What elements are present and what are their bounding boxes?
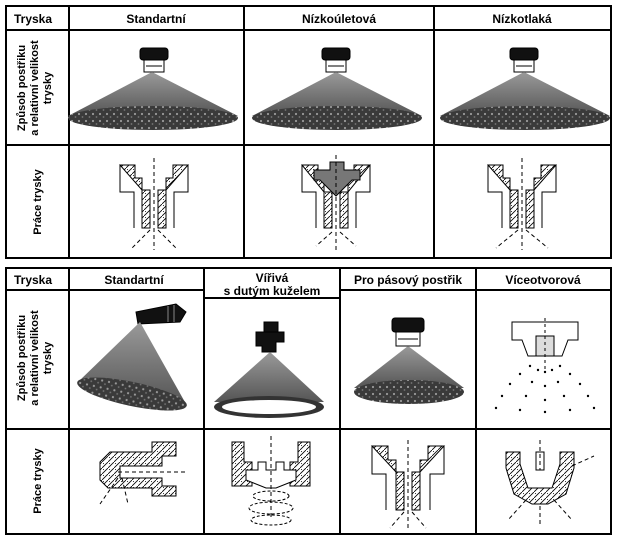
band-section-icon bbox=[370, 440, 446, 530]
low-pressure-section-icon bbox=[486, 158, 558, 250]
table2-row1-label: Způsob postřiku a relativní velikost try… bbox=[16, 310, 54, 406]
table2-col-multi-hole: Víceotvorová bbox=[505, 273, 581, 287]
table2-row1-label-line1: Způsob postřiku bbox=[16, 315, 28, 401]
hollow-cone-spray-icon bbox=[214, 321, 324, 418]
table2-col-swirl-line2: s dutým kuželem bbox=[224, 284, 321, 298]
multi-hole-section-icon bbox=[505, 440, 595, 526]
table1-row1-label-line1: Způsob postřiku bbox=[16, 45, 28, 131]
table1-col-low-drift: Nízkoúletová bbox=[302, 12, 376, 26]
table2-row1-label-line2: a relativní velikost bbox=[29, 310, 41, 406]
table-1: Tryska Standartní Nízkoúletová Nízkotlak… bbox=[5, 5, 612, 259]
table1-col-standard: Standartní bbox=[126, 12, 186, 26]
standard-angled-spray-icon bbox=[77, 303, 187, 411]
table2-row2-label: Práce trysky bbox=[32, 447, 44, 513]
low-drift-spray-icon bbox=[252, 47, 422, 130]
table2-col-swirl: Vířivá bbox=[256, 271, 289, 285]
table2-col-standard: Standartní bbox=[104, 273, 164, 287]
table1-row1-label: Způsob postřiku a relativní velikost try… bbox=[16, 40, 54, 136]
table1-corner-label: Tryska bbox=[14, 12, 52, 26]
table1-row1-label-line3: trysky bbox=[42, 71, 54, 104]
table1-col-low-pressure: Nízkotlaká bbox=[492, 12, 552, 26]
low-pressure-spray-icon bbox=[440, 47, 610, 130]
standard-angled-section-icon bbox=[99, 441, 186, 505]
table1-row1-label-line2: a relativní velikost bbox=[29, 40, 41, 136]
band-spray-icon bbox=[354, 317, 464, 404]
standard-section-icon bbox=[118, 158, 190, 250]
table2-row1-label-line3: trysky bbox=[42, 341, 54, 374]
table-2: Tryska Standartní Vířivá s dutým kuželem… bbox=[5, 267, 612, 535]
table2-corner-label: Tryska bbox=[14, 273, 52, 287]
table2-col-band: Pro pásový postřik bbox=[354, 273, 462, 287]
multi-hole-spray-icon bbox=[494, 318, 596, 414]
standard-spray-icon bbox=[68, 47, 238, 130]
hollow-cone-section-icon bbox=[231, 436, 311, 526]
table1-row2-label: Práce trysky bbox=[32, 168, 44, 234]
low-drift-section-icon bbox=[300, 155, 372, 250]
